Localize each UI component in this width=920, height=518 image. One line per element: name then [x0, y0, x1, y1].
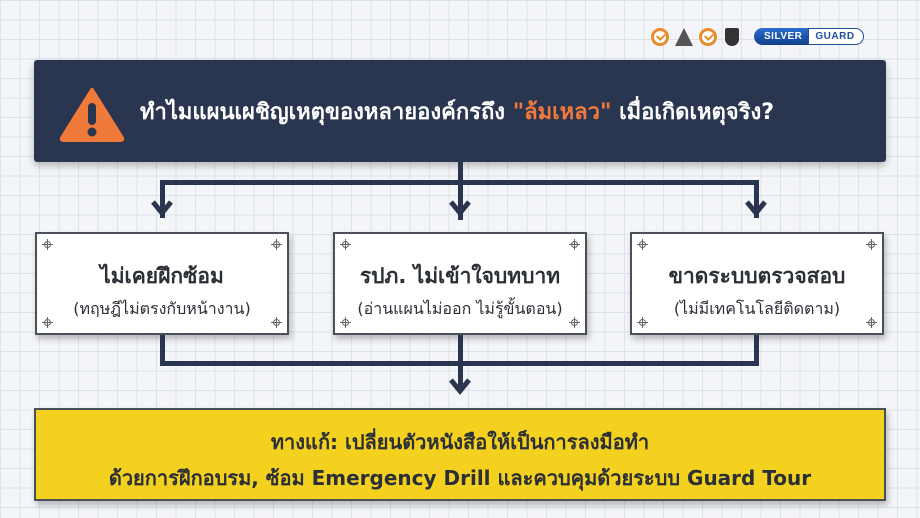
- cause-subtitle: (อ่านแผนไม่ออก ไม่รู้ขั้นตอน): [357, 299, 563, 318]
- silver-guard-logo: SILVER GUARD: [754, 26, 864, 46]
- question-banner: [34, 60, 886, 162]
- crosshair-icon: [42, 317, 53, 328]
- connector-line: [160, 180, 165, 218]
- logo-guard-text: GUARD: [808, 27, 864, 45]
- solution-banner: ทางแก้: เปลี่ยนตัวหนังสือให้เป็นการลงมือ…: [34, 408, 886, 501]
- cause-subtitle: (ไม่มีเทคโนโลยีติดตาม): [673, 299, 841, 318]
- connector-line: [754, 180, 759, 218]
- solution-line-1: ทางแก้: เปลี่ยนตัวหนังสือให้เป็นการลงมือ…: [270, 430, 650, 454]
- title-text-after: เมื่อเกิดเหตุจริง?: [611, 99, 774, 125]
- certification-logos: [650, 22, 742, 52]
- cert-badge-icon: [722, 25, 742, 49]
- page-title: ทำไมแผนเผชิญเหตุของหลายองค์กรถึง "ล้มเหล…: [140, 60, 774, 162]
- cause-subtitle: (ทฤษฎีไม่ตรงกับหน้างาน): [73, 299, 251, 318]
- crosshair-icon: [42, 239, 53, 250]
- crosshair-icon: [637, 317, 648, 328]
- title-highlight: "ล้มเหลว": [512, 99, 612, 125]
- arrow-down-icon: [449, 378, 471, 395]
- cause-card-no-training: ไม่เคยฝึกซ้อม (ทฤษฎีไม่ตรงกับหน้างาน): [35, 232, 289, 335]
- cause-title: ขาดระบบตรวจสอบ: [668, 264, 846, 288]
- cert-badge-icon: [674, 25, 694, 49]
- crosshair-icon: [340, 317, 351, 328]
- title-text-before: ทำไมแผนเผชิญเหตุของหลายองค์กรถึง: [140, 99, 513, 125]
- crosshair-icon: [569, 317, 580, 328]
- crosshair-icon: [340, 239, 351, 250]
- crosshair-icon: [866, 239, 877, 250]
- warning-icon: [59, 88, 125, 142]
- cause-card-no-monitoring: ขาดระบบตรวจสอบ (ไม่มีเทคโนโลยีติดตาม): [630, 232, 884, 335]
- connector-line: [160, 361, 759, 366]
- arrow-down-icon: [745, 200, 767, 217]
- cert-badge-icon: [698, 25, 718, 49]
- connector-line: [160, 335, 165, 365]
- crosshair-icon: [637, 239, 648, 250]
- connector-line: [160, 180, 759, 185]
- connector-line: [754, 335, 759, 365]
- crosshair-icon: [271, 239, 282, 250]
- connector-line: [458, 162, 463, 220]
- cause-title: รปภ. ไม่เข้าใจบทบาท: [359, 264, 561, 288]
- solution-line-2: ด้วยการฝึกอบรม, ซ้อม Emergency Drill และ…: [108, 466, 812, 490]
- cause-card-role-unclear: รปภ. ไม่เข้าใจบทบาท (อ่านแผนไม่ออก ไม่รู…: [333, 232, 587, 335]
- arrow-down-icon: [449, 200, 471, 217]
- arrow-down-icon: [151, 200, 173, 217]
- crosshair-icon: [271, 317, 282, 328]
- crosshair-icon: [569, 239, 580, 250]
- cert-badge-icon: [650, 25, 670, 49]
- crosshair-icon: [866, 317, 877, 328]
- cause-title: ไม่เคยฝึกซ้อม: [100, 264, 224, 288]
- logo-silver-text: SILVER: [754, 27, 809, 45]
